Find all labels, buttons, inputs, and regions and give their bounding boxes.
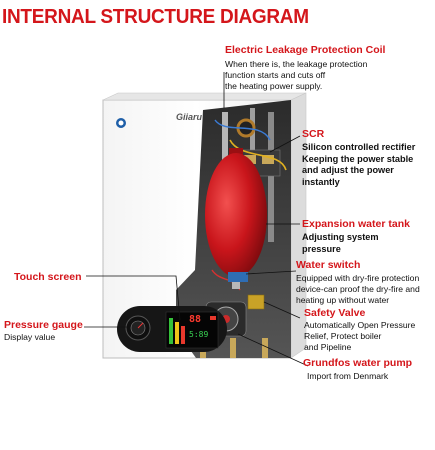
label-scr-text: Silicon controlled rectifier Keeping the… xyxy=(302,142,416,187)
control-panel xyxy=(117,306,227,352)
label-leakage-text: When there is, the leakage protection fu… xyxy=(225,59,368,91)
label-pump-text: Import from Denmark xyxy=(307,371,389,381)
display-code: 5:89 xyxy=(189,330,209,339)
label-leakage-title: Electric Leakage Protection Coil xyxy=(225,44,386,56)
diagram-title: INTERNAL STRUCTURE DIAGRAM xyxy=(2,6,309,28)
label-pump-title: Grundfos water pump xyxy=(303,357,413,369)
label-gauge-text: Display value xyxy=(4,332,56,342)
label-tank-text: Adjusting system pressure xyxy=(302,232,379,254)
label-gauge-title: Pressure gauge xyxy=(4,319,83,331)
water-switch-part xyxy=(228,272,248,282)
label-water-switch-text: Equipped with dry-fire protection device… xyxy=(296,273,420,305)
safety-valve-part xyxy=(247,294,265,310)
cutaway-interior xyxy=(176,100,291,358)
label-safety-title: Safety Valve xyxy=(304,307,366,319)
display-temp: 88 xyxy=(189,314,202,325)
label-touch-title: Touch screen xyxy=(14,271,82,283)
label-safety-text: Automatically Open Pressure Relief, Prot… xyxy=(304,320,416,352)
label-water-switch-title: Water switch xyxy=(296,259,361,271)
brand-logo: Giiaru xyxy=(176,112,203,122)
label-scr-title: SCR xyxy=(302,128,325,140)
label-tank-title: Expansion water tank xyxy=(302,218,410,230)
leader-lines xyxy=(84,72,309,367)
